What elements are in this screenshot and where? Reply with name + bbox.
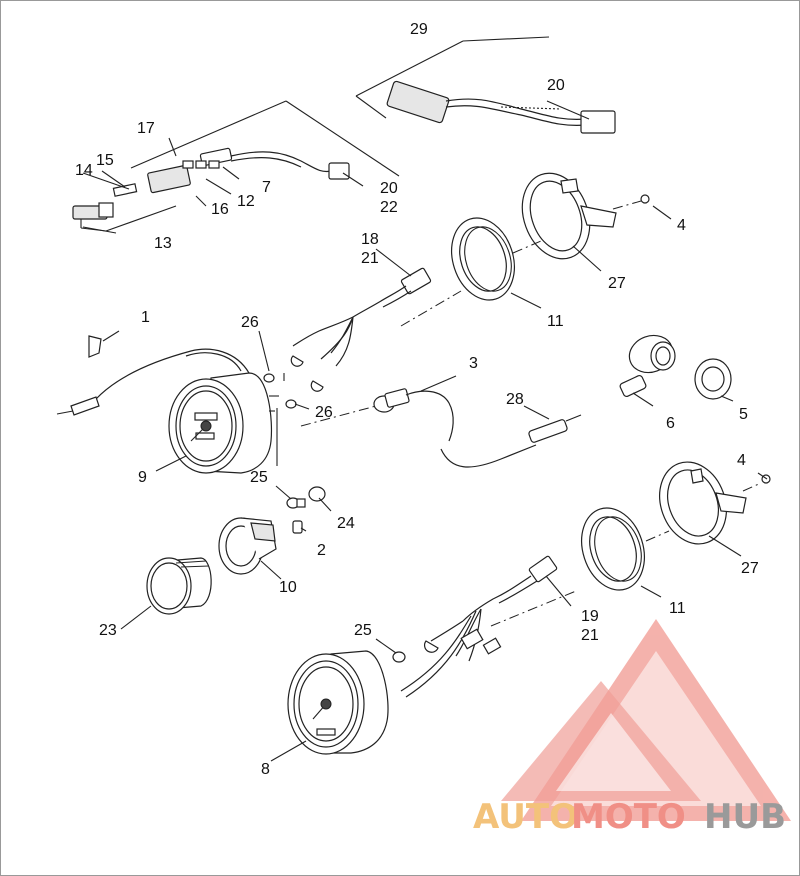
label-2: 2 <box>317 542 326 559</box>
ring-11-lower <box>581 507 670 591</box>
label-3: 3 <box>469 355 478 372</box>
watermark-text: AUTO MOTO HUB <box>473 797 786 837</box>
label-20-top: 20 <box>547 77 565 94</box>
label-29: 29 <box>410 21 428 38</box>
harness-29 <box>355 36 616 134</box>
label-19: 19 <box>581 608 599 625</box>
label-16: 16 <box>211 201 229 218</box>
bracket-27-top <box>521 172 650 260</box>
connector-19 <box>392 555 577 698</box>
label-21-lower: 21 <box>581 627 599 644</box>
label-18: 18 <box>361 231 379 248</box>
watermark-hub: HUB <box>704 797 786 837</box>
harness-17 <box>130 100 400 194</box>
label-13: 13 <box>154 235 172 252</box>
part-labels: 1 2 3 4 4 5 6 7 8 9 10 11 11 12 13 14 15… <box>75 21 759 778</box>
label-10: 10 <box>279 579 297 596</box>
connector-18 <box>292 267 462 367</box>
bracket-27-lower <box>659 461 771 545</box>
gauge-23 <box>146 557 212 615</box>
watermark-auto: AUTO <box>473 797 578 837</box>
label-20-mid: 20 <box>380 180 398 197</box>
bulbs-lower <box>286 486 326 534</box>
label-4-lower: 4 <box>737 452 746 469</box>
label-6: 6 <box>666 415 675 432</box>
label-23: 23 <box>99 622 117 639</box>
label-11-top: 11 <box>547 313 564 330</box>
label-12: 12 <box>237 193 255 210</box>
label-27-top: 27 <box>608 275 626 292</box>
cable-3 <box>300 388 582 468</box>
watermark-moto: MOTO <box>571 797 686 837</box>
ring-11-top <box>451 217 542 301</box>
leader-lines <box>82 100 768 762</box>
label-8: 8 <box>261 761 270 778</box>
label-27-lower: 27 <box>741 560 759 577</box>
label-22: 22 <box>380 199 398 216</box>
label-25-top: 25 <box>250 469 268 486</box>
speedometer-9 <box>56 335 324 474</box>
sensor-6 <box>619 334 732 400</box>
label-26-top: 26 <box>241 314 259 331</box>
label-26-lower: 26 <box>315 404 333 421</box>
label-1: 1 <box>141 309 150 326</box>
bracket-10 <box>218 517 277 575</box>
tachometer-8 <box>287 650 389 755</box>
label-21-top: 21 <box>361 250 379 267</box>
label-15: 15 <box>96 152 114 169</box>
label-17: 17 <box>137 120 155 137</box>
label-11-lower: 11 <box>669 600 686 617</box>
label-7: 7 <box>262 179 271 196</box>
fuse-block-13 <box>72 170 207 232</box>
label-5: 5 <box>739 406 748 423</box>
label-28: 28 <box>506 391 524 408</box>
label-24: 24 <box>337 515 355 532</box>
label-9: 9 <box>138 469 147 486</box>
watermark-logo <box>501 619 791 821</box>
label-25-lower: 25 <box>354 622 372 639</box>
label-14: 14 <box>75 162 93 179</box>
label-4-top: 4 <box>677 217 686 234</box>
